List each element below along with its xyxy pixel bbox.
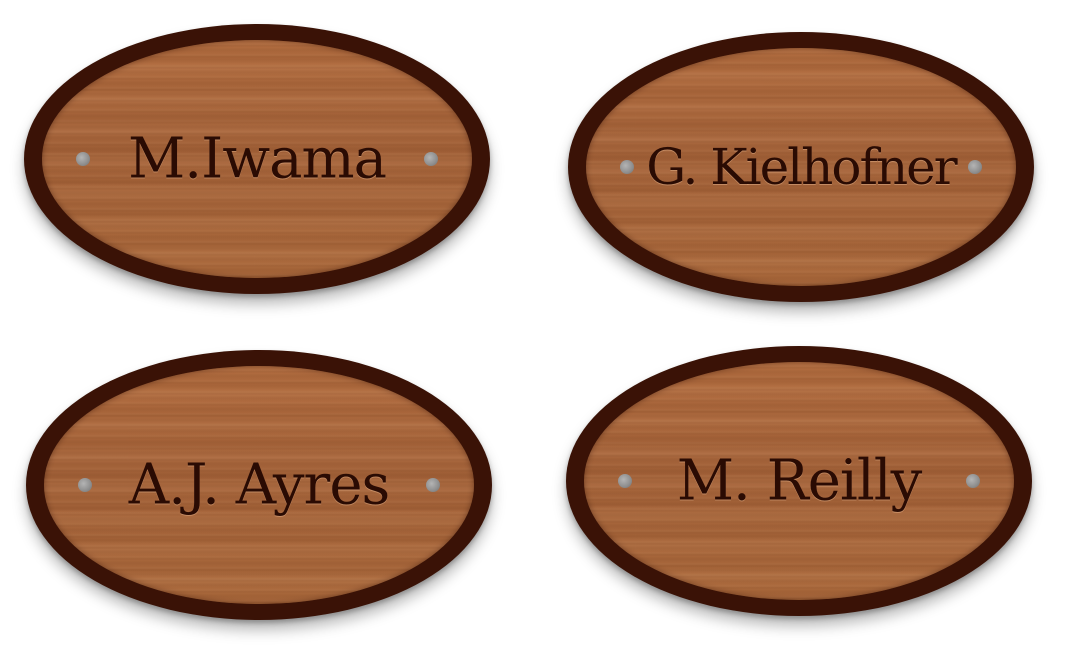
wood-panel: A.J. Ayres [44, 366, 474, 604]
screw-icon [968, 160, 982, 174]
screw-icon [966, 474, 980, 488]
plaque-name: A.J. Ayres [128, 452, 390, 518]
plaque-name: M.Iwama [127, 126, 387, 192]
wood-panel: G. Kielhofner [586, 48, 1016, 286]
screw-icon [424, 152, 438, 166]
name-plaque-iwama: M.Iwama [24, 24, 490, 294]
screw-icon [426, 478, 440, 492]
name-plaque-reilly: M. Reilly [566, 346, 1032, 616]
screw-icon [618, 474, 632, 488]
screw-icon [620, 160, 634, 174]
plaque-name: M. Reilly [676, 448, 923, 514]
name-plaque-kielhofner: G. Kielhofner [568, 32, 1034, 302]
wood-panel: M.Iwama [42, 40, 472, 278]
screw-icon [78, 478, 92, 492]
wood-panel: M. Reilly [584, 362, 1014, 600]
name-plaque-ayres: A.J. Ayres [26, 350, 492, 620]
plaque-name: G. Kielhofner [646, 138, 957, 196]
screw-icon [76, 152, 90, 166]
